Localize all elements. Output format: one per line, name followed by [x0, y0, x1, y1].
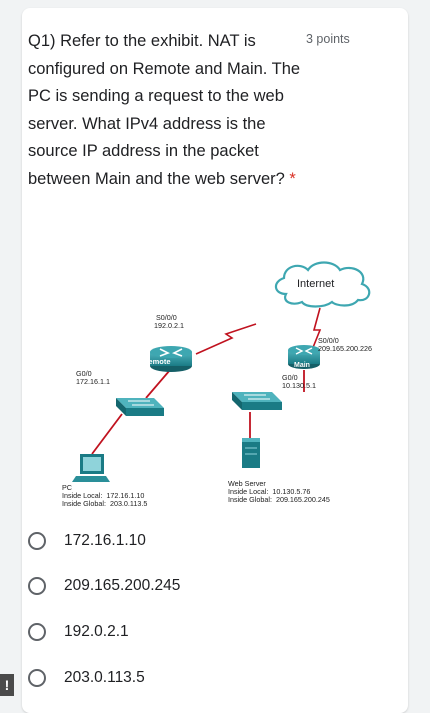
required-asterisk: * — [289, 170, 295, 188]
serial-link-remote-main — [196, 324, 256, 354]
radio-button-3[interactable] — [28, 623, 46, 641]
question-number: Q1) — [28, 32, 60, 50]
network-exhibit: Internet S0/0/0 192.0.2.1 Remote G0/0 17… — [36, 258, 376, 520]
radio-button-4[interactable] — [28, 669, 46, 687]
pc-inside-global: Inside Global: 203.0.113.5 — [62, 500, 147, 509]
option-label-3: 192.0.2.1 — [64, 623, 129, 641]
option-label-4: 203.0.113.5 — [64, 669, 145, 687]
radio-button-1[interactable] — [28, 532, 46, 550]
pc-icon — [72, 454, 110, 482]
main-serial-ip: 209.165.200.226 — [318, 345, 372, 354]
remote-router-label: Remote — [143, 358, 171, 367]
internet-label: Internet — [297, 278, 334, 290]
option-label-1: 172.16.1.10 — [64, 532, 146, 550]
main-g00-ip: 10.130.5.1 — [282, 382, 316, 391]
remote-serial-ip: 192.0.2.1 — [154, 322, 184, 331]
link-switch-pc — [92, 414, 122, 454]
left-switch-icon — [116, 398, 164, 416]
question-text: Q1) Refer to the exhibit. NAT is configu… — [28, 28, 303, 193]
points-label: 3 points — [306, 32, 350, 46]
option-label-2: 209.165.200.245 — [64, 577, 180, 595]
main-router-label: Main — [294, 362, 310, 371]
web-server-icon — [242, 438, 260, 468]
option-2[interactable]: 209.165.200.245 — [28, 574, 180, 598]
option-3[interactable]: 192.0.2.1 — [28, 620, 129, 644]
radio-button-2[interactable] — [28, 577, 46, 595]
option-4[interactable]: 203.0.113.5 — [28, 666, 145, 690]
network-diagram — [36, 258, 376, 520]
link-remote-switch — [146, 370, 170, 398]
option-1[interactable]: 172.16.1.10 — [28, 529, 146, 553]
warning-icon[interactable]: ! — [0, 674, 14, 696]
remote-g00-ip: 172.16.1.1 — [76, 378, 110, 387]
server-inside-global: Inside Global: 209.165.200.245 — [228, 496, 330, 505]
question-body: Refer to the exhibit. NAT is configured … — [28, 32, 300, 188]
right-switch-icon — [232, 392, 282, 410]
